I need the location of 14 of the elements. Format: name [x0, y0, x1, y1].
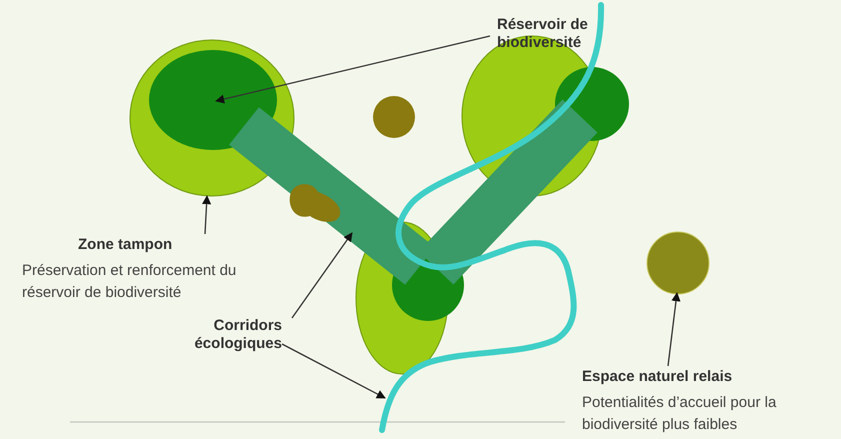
heading-label: Espace naturel relais [582, 368, 734, 386]
leader-line [291, 232, 353, 318]
habitat-patch [646, 232, 710, 294]
description-text: Potentialités d’accueil pour la biodiversité plus faibles [582, 393, 778, 435]
reservoir-core [555, 67, 629, 141]
heading-label: Corridors écologiques [193, 317, 282, 353]
leader-line [282, 343, 386, 399]
habitat-patch [373, 96, 415, 138]
leader-line [667, 292, 681, 366]
heading-label: Zone tampon [77, 236, 174, 254]
reservoir-core [149, 50, 277, 150]
leader-line [215, 35, 490, 104]
leader-line [202, 195, 212, 234]
description-text: Préservation et renforcement du réservoir de biodiversité [22, 261, 238, 303]
